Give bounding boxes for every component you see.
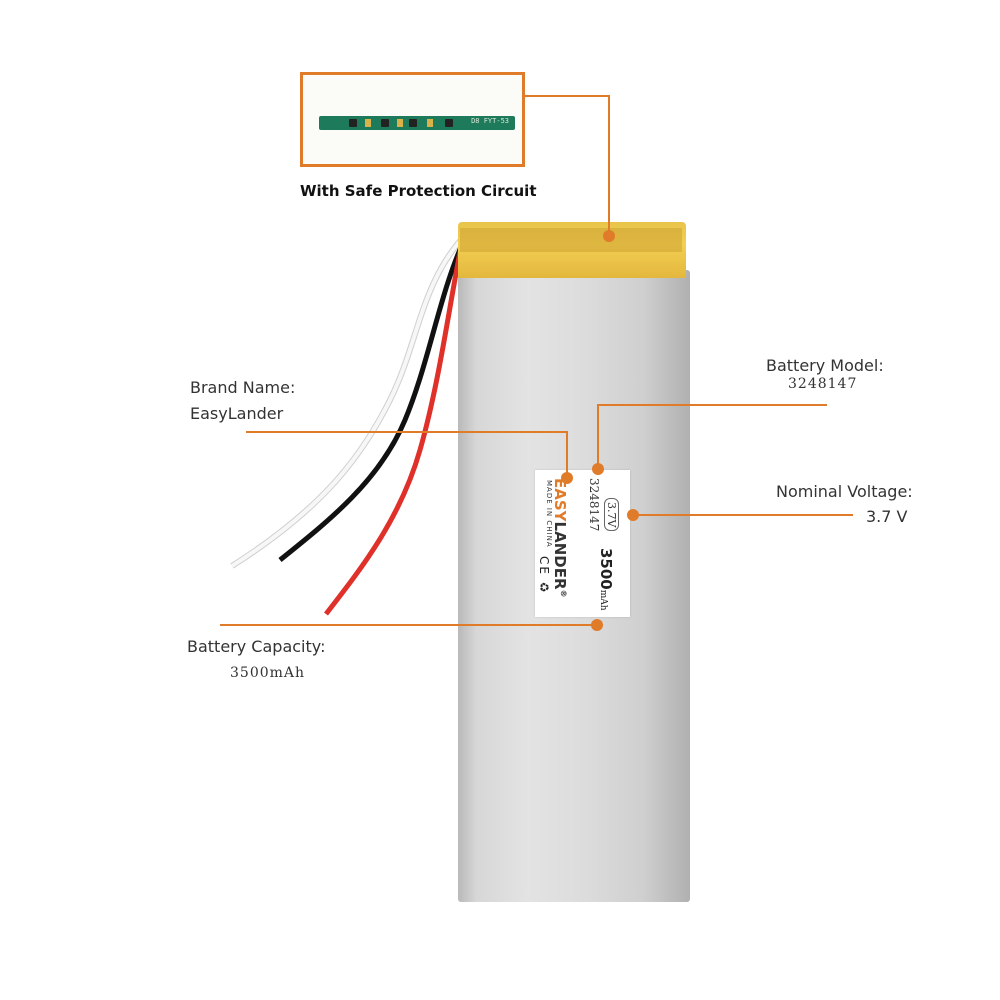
capacity-line: [220, 624, 600, 626]
battery-protection-tape: [458, 222, 686, 278]
pcb-connector-line-vertical: [608, 95, 610, 235]
pcb-board-image: D8 FYT-53: [319, 116, 515, 130]
brand-line-vertical: [566, 431, 568, 477]
model-value: 3248147: [788, 376, 858, 392]
model-line: [597, 404, 827, 406]
label-capacity: 3500mAh: [597, 548, 615, 611]
brand-line: [246, 431, 568, 433]
label-model: 3248147: [587, 478, 601, 532]
protection-circuit-strip: [460, 228, 682, 252]
pcb-connector-line: [525, 95, 610, 97]
label-brand: EASYLANDER®: [551, 478, 569, 598]
voltage-title: Nominal Voltage:: [776, 482, 913, 501]
brand-value: EasyLander: [190, 404, 284, 423]
brand-title: Brand Name:: [190, 378, 296, 397]
pcb-board-text: D8 FYT-53: [471, 117, 509, 125]
pcb-inset: D8 FYT-53: [300, 72, 525, 167]
model-title: Battery Model:: [766, 356, 884, 375]
label-made-in: MADE IN CHINA: [545, 480, 553, 548]
battery-label: EASYLANDER® MADE IN CHINA 3248147 3.7V 3…: [535, 470, 630, 617]
pcb-caption: With Safe Protection Circuit: [300, 182, 537, 200]
voltage-value: 3.7 V: [866, 507, 908, 526]
model-line-vertical: [597, 404, 599, 466]
certification-icons: CE ♻: [537, 556, 551, 595]
capacity-value: 3500mAh: [230, 665, 306, 681]
voltage-line: [633, 514, 853, 516]
red-wire: [324, 241, 465, 616]
label-voltage: 3.7V: [604, 498, 619, 532]
capacity-title: Battery Capacity:: [187, 637, 326, 656]
capacity-dot: [591, 619, 603, 631]
black-wire: [278, 234, 469, 562]
brand-dot: [561, 472, 573, 484]
white-wire-core: [230, 228, 472, 568]
model-dot: [592, 463, 604, 475]
pcb-dot: [603, 230, 615, 242]
